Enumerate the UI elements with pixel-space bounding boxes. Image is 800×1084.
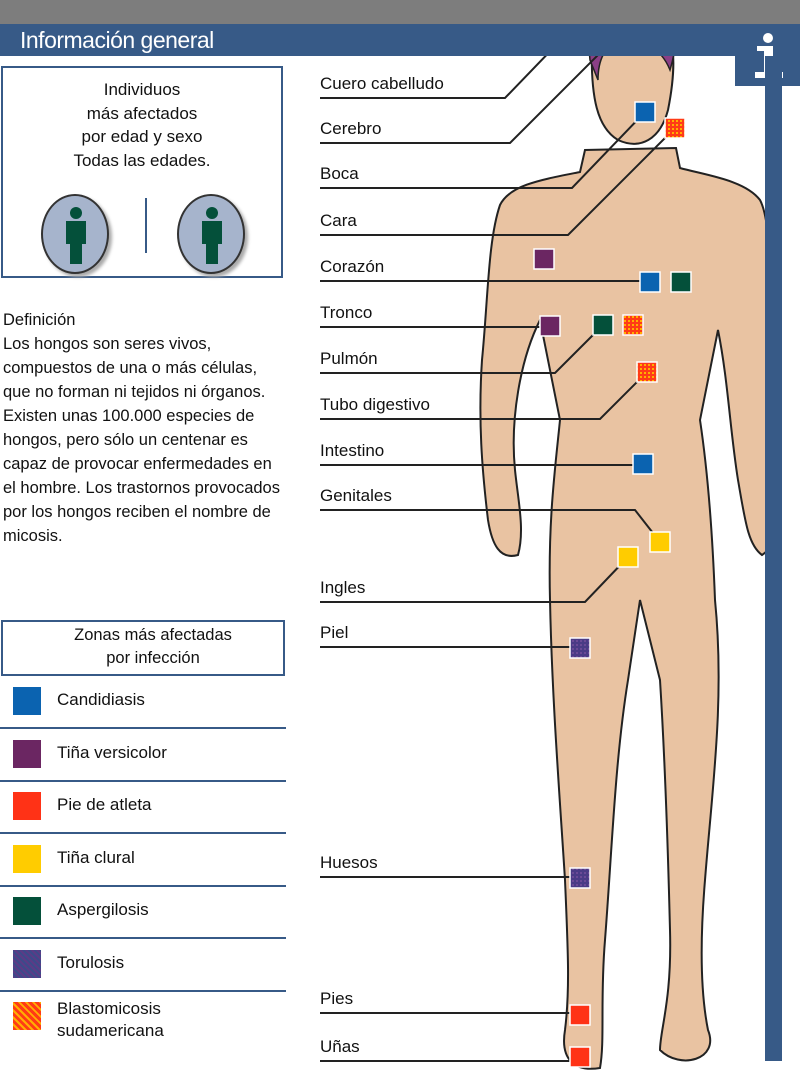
legend-item: Candidiasis (0, 677, 286, 729)
legend-item: Blastomicosis sudamericana (0, 992, 286, 1044)
legend-swatch (13, 897, 41, 925)
panel-line: por edad y sexo (81, 127, 203, 146)
legend-item: Aspergilosis (0, 887, 286, 939)
infection-marker (533, 248, 555, 270)
legend-swatch (13, 1002, 41, 1030)
panel-line: más afectados (86, 103, 198, 123)
panel-line: Individuos (103, 80, 181, 99)
zone-label: Genitales (320, 486, 392, 505)
zone-label: Huesos (320, 853, 378, 872)
infection-marker (569, 867, 591, 889)
leader-line (320, 111, 646, 189)
legend-label: Blastomicosis sudamericana (57, 999, 164, 1040)
leader-line (320, 1057, 581, 1062)
infection-marker (632, 453, 654, 475)
legend-label: Candidiasis (57, 690, 145, 709)
leader-line (320, 280, 651, 282)
legend-header: Zonas más afectadas por infección (1, 620, 285, 676)
definition-section: Definición Los hongos son seres vivos, c… (3, 308, 288, 548)
leader-line (320, 127, 676, 236)
female-figure-icon (177, 194, 245, 274)
infection-marker (670, 271, 692, 293)
human-figure (479, 8, 776, 1070)
leader-line (320, 646, 581, 648)
legend-label: Tiña clural (57, 847, 135, 867)
zone-label: Piel (320, 623, 349, 642)
legend-item: Tiña clural (0, 835, 286, 887)
infection-marker (634, 101, 656, 123)
leader-line (320, 876, 581, 878)
infection-marker (649, 531, 671, 553)
zone-label: Pulmón (320, 349, 378, 368)
infection-marker (569, 1004, 591, 1026)
legend-label: Torulosis (57, 952, 125, 972)
legend-item: Torulosis (0, 940, 286, 992)
leader-line (320, 326, 551, 328)
infection-marker (539, 315, 561, 337)
legend-swatch (13, 949, 41, 978)
legend-swatch (13, 687, 41, 715)
legend-item: Tiña versicolor (0, 730, 286, 782)
infection-marker (639, 271, 661, 293)
leader-line (320, 464, 644, 466)
zone-label: Tubo digestivo (320, 395, 430, 414)
infection-marker (617, 546, 639, 568)
legend-title: por infección (106, 649, 200, 667)
infection-marker (592, 314, 614, 336)
zone-label: Ingles (320, 578, 366, 597)
legend-swatch (13, 844, 41, 873)
infection-marker (569, 637, 591, 659)
legend-swatch (13, 739, 41, 768)
zone-label: Corazón (320, 257, 385, 276)
header-bar: Información general (0, 24, 735, 56)
zone-label: Cuero cabelludo (320, 74, 444, 93)
right-frame-bar (765, 56, 782, 1061)
definition-title: Definición (3, 311, 76, 329)
zone-label: Cara (320, 211, 357, 230)
leader-line (320, 371, 648, 420)
infection-marker (569, 1046, 591, 1068)
zone-label: Tronco (320, 303, 373, 322)
infection-marker (664, 117, 686, 139)
legend-item: Pie de atleta (0, 782, 286, 834)
page-title: Información general (20, 27, 214, 53)
zone-label: Uñas (320, 1037, 360, 1056)
zone-label: Cerebro (320, 119, 382, 138)
definition-text: Los hongos son seres vivos, compuestos d… (3, 335, 280, 545)
top-bar (0, 0, 800, 24)
legend-label: Aspergilosis (57, 900, 149, 919)
leader-line (320, 324, 604, 374)
male-figure-icon (41, 194, 109, 274)
infection-marker (636, 361, 658, 383)
panel-line: Todas las edades. (73, 150, 211, 170)
legend-title: Zonas más afectadas (74, 626, 232, 644)
legend-label: Pie de atleta (57, 795, 152, 814)
zone-label: Boca (320, 164, 359, 183)
legend-swatch (13, 792, 41, 820)
leader-line (320, 556, 629, 603)
infection-marker (622, 314, 644, 336)
zone-label: Intestino (320, 441, 385, 460)
leader-line (320, 1012, 581, 1015)
legend-label: Tiña versicolor (57, 742, 167, 762)
panel-divider (145, 198, 147, 253)
zone-label: Pies (320, 989, 354, 1008)
affected-individuals-panel: Individuos más afectados por edad y sexo… (1, 66, 283, 278)
